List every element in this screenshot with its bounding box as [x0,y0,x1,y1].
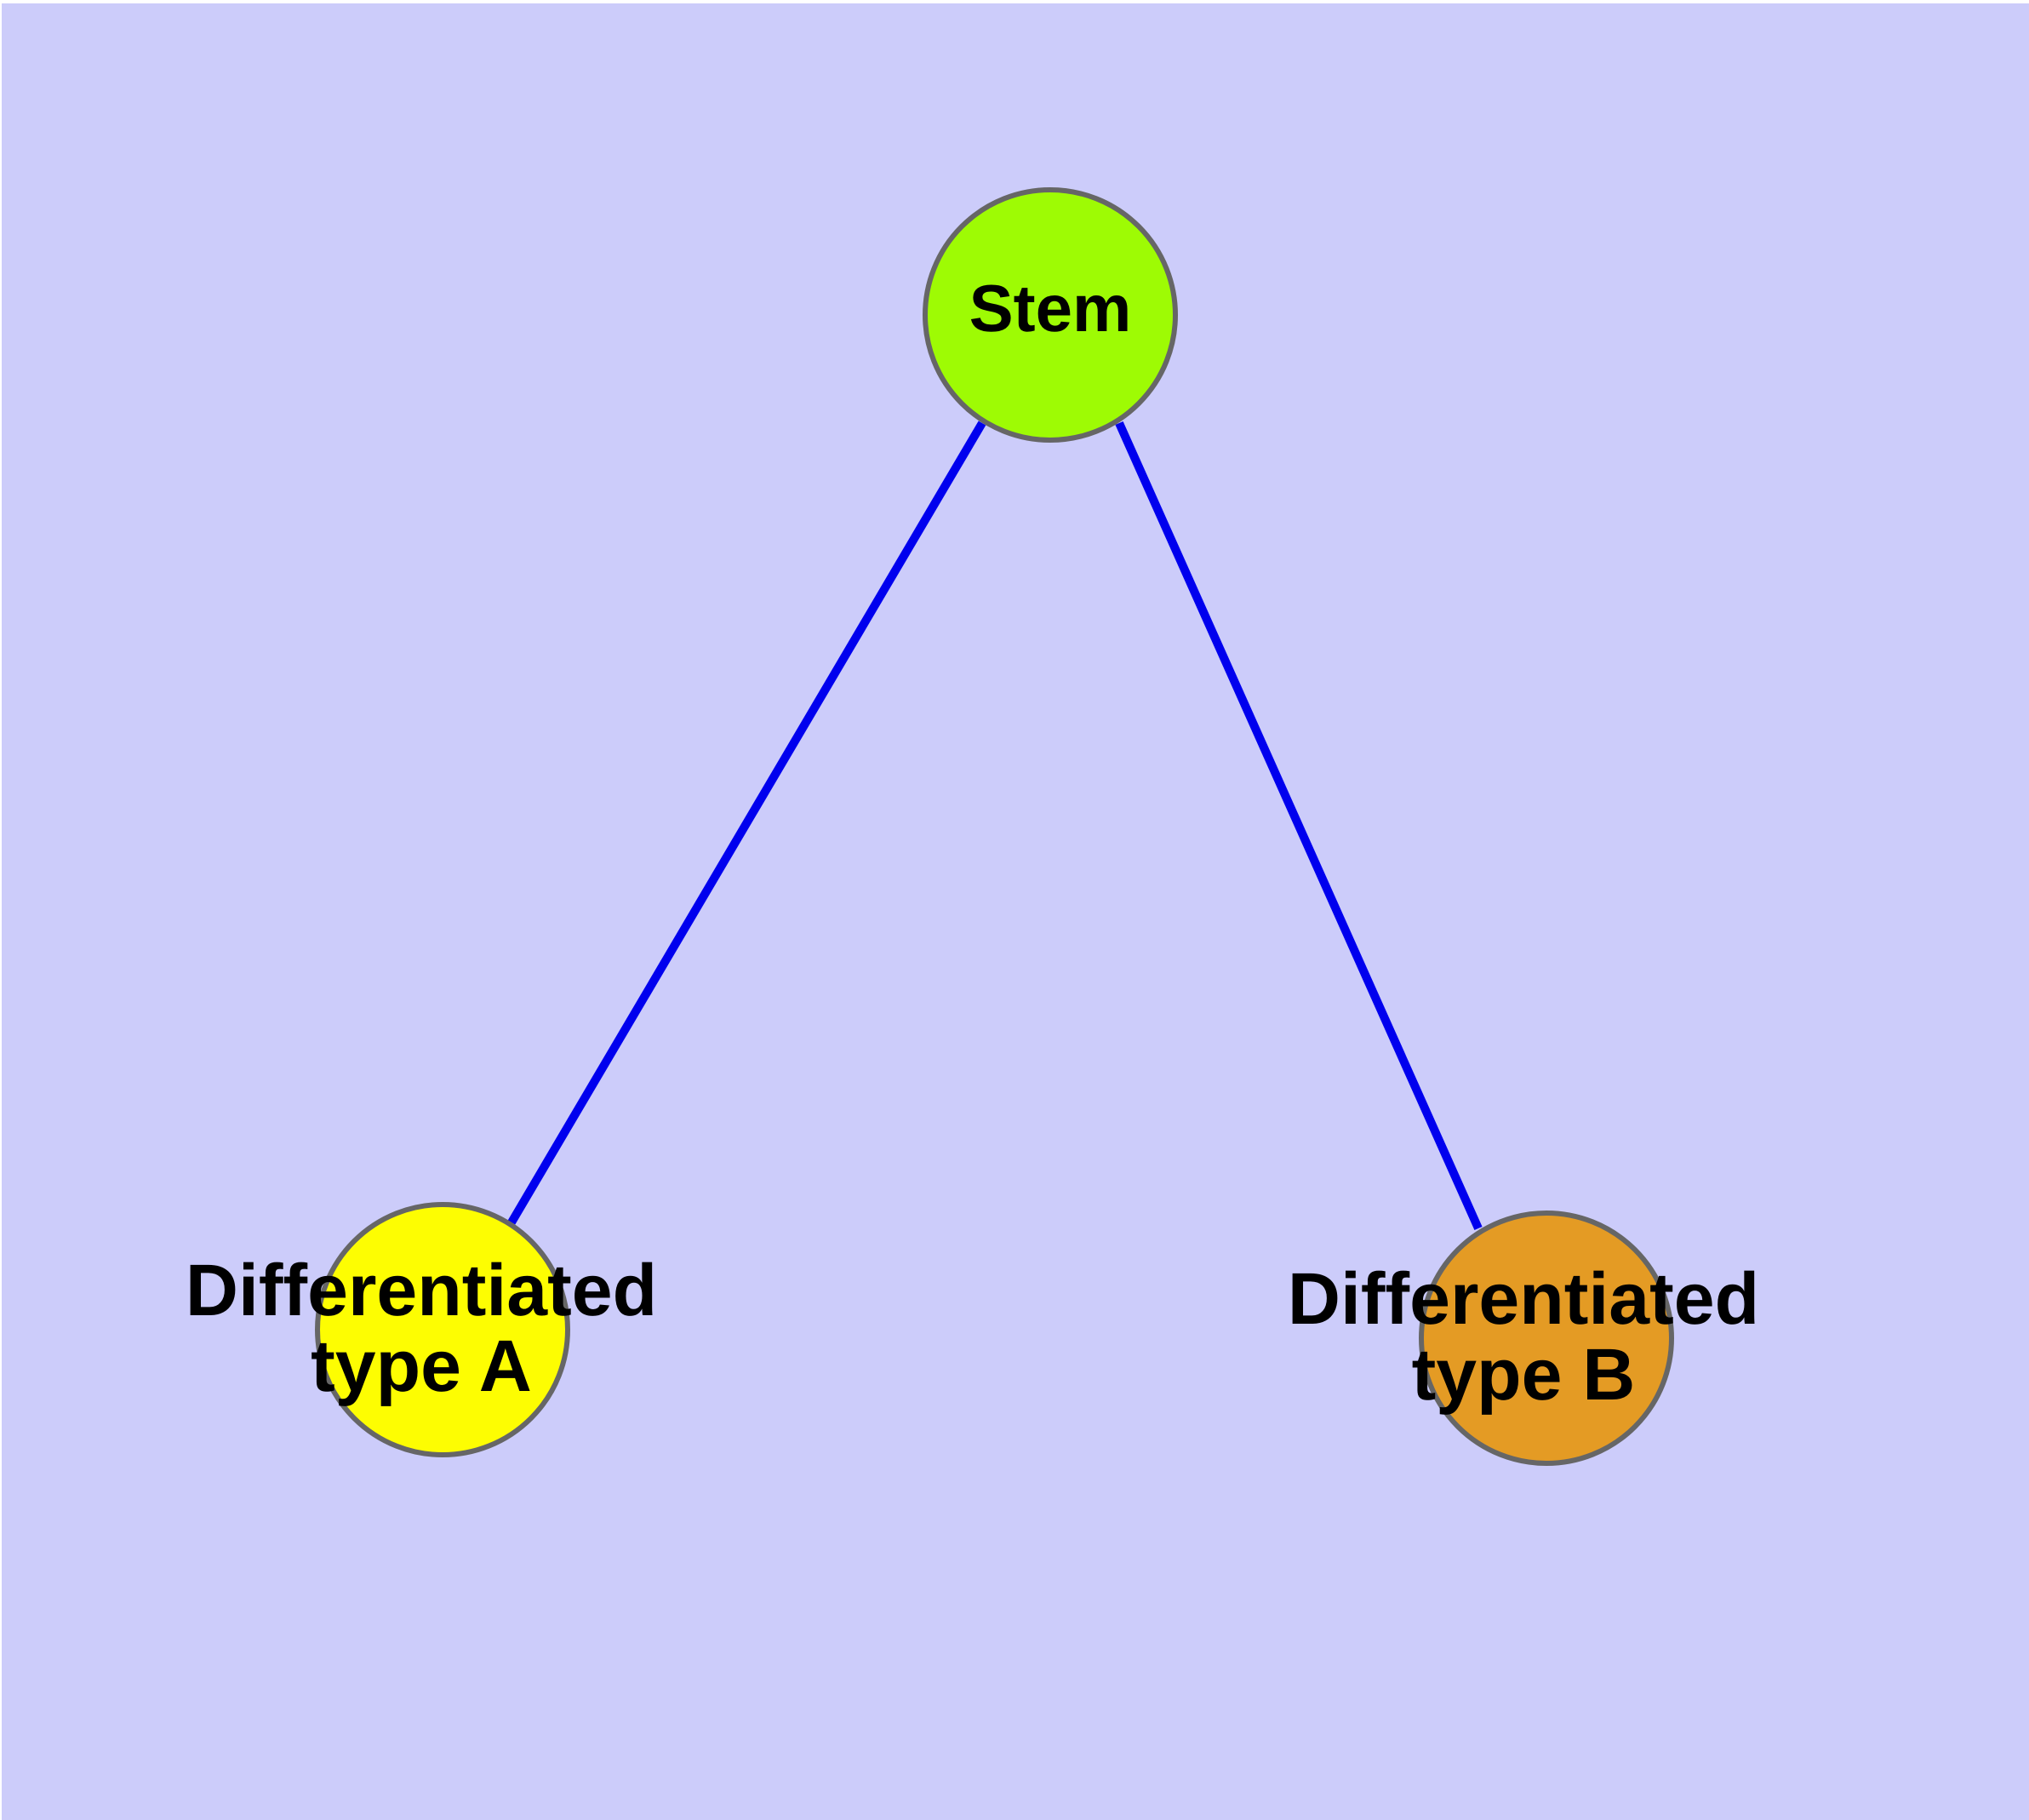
node-layer [315,187,1674,1466]
node-stem[interactable] [923,187,1178,443]
edge-layer [507,421,1483,1231]
node-differentiated-type-a[interactable] [315,1202,570,1457]
edge-stem-to-differentiated-type-b[interactable] [1115,421,1483,1231]
node-differentiated-type-b[interactable] [1419,1210,1674,1466]
edge-stem-to-differentiated-type-a[interactable] [507,421,986,1225]
